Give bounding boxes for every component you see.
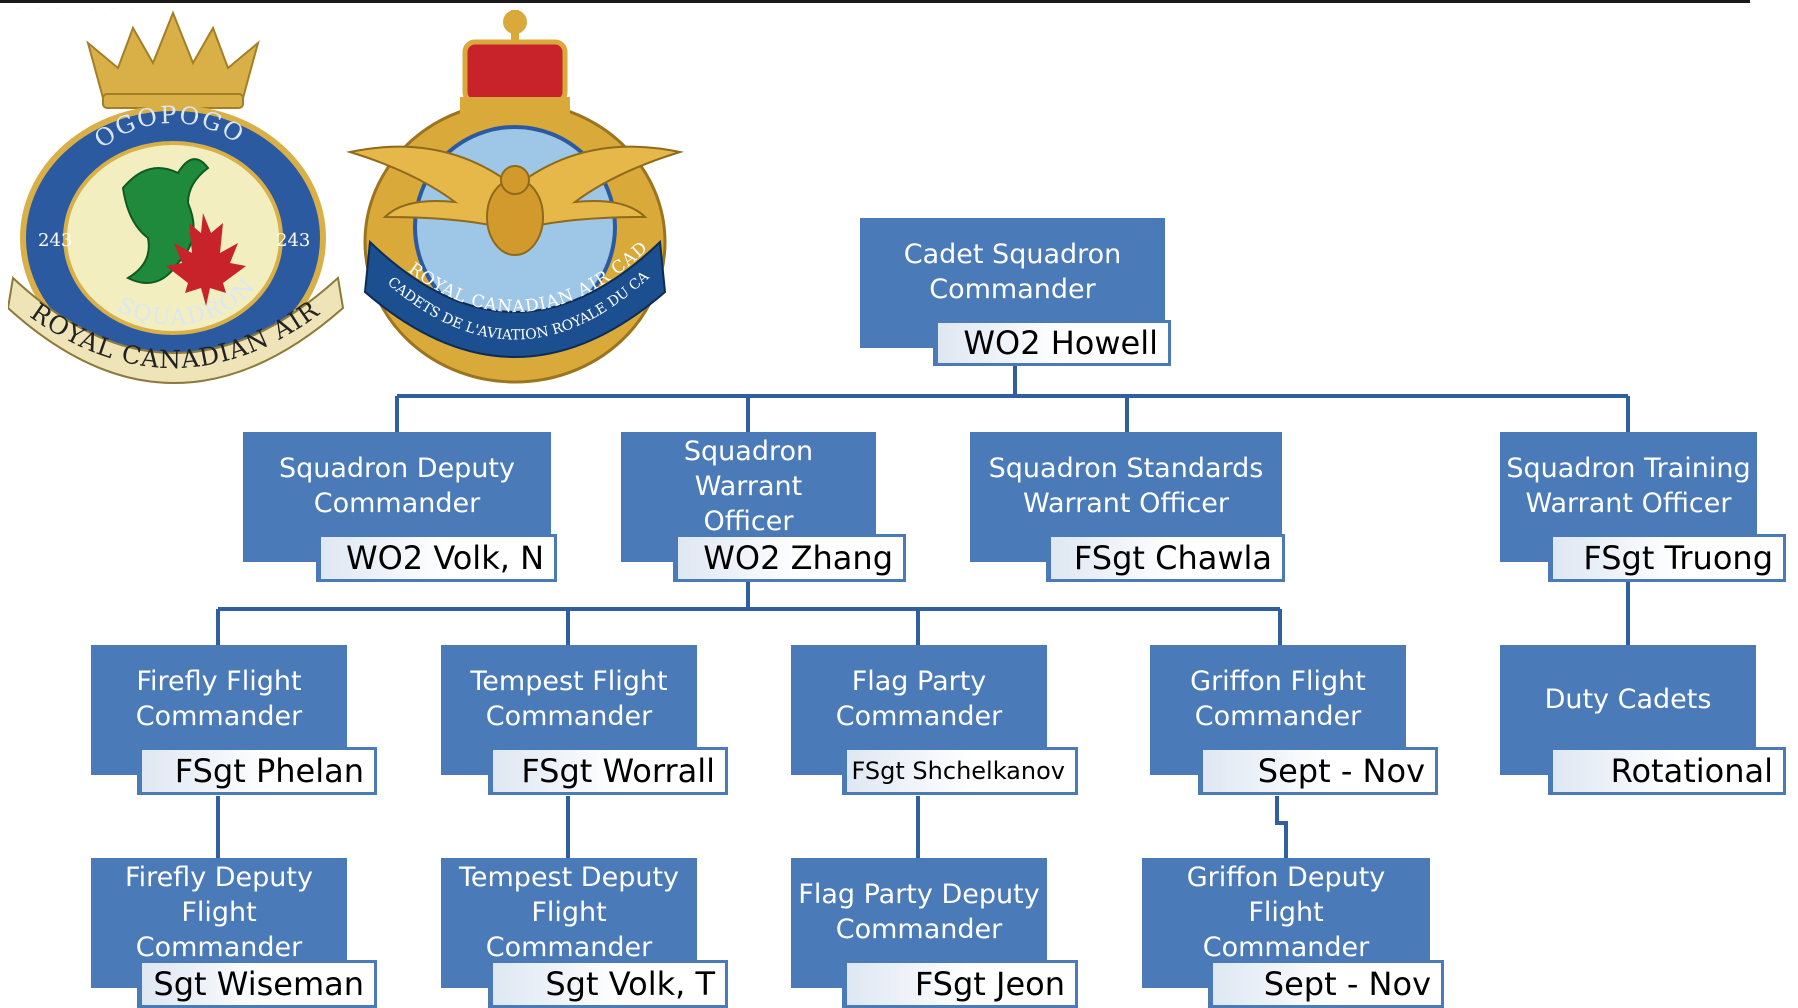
rcac-national-crest-logo: ROYAL CANADIAN AIR CADETS CADETS DE L'AV… <box>325 2 684 384</box>
node-title: Tempest Deputy Flight Commander <box>441 858 697 988</box>
node-name: Rotational <box>1548 747 1786 795</box>
eagle-emblem <box>346 145 517 229</box>
node-name: FSgt Worrall <box>488 747 728 795</box>
squadron-number-left: 243 <box>38 230 72 251</box>
node-name: FSgt Jeon <box>842 960 1078 1008</box>
node-name: Sgt Wiseman <box>137 960 377 1008</box>
node-name: Sept - Nov <box>1198 747 1438 795</box>
node-name: FSgt Truong <box>1548 534 1786 582</box>
node-name: FSgt Shchelkanov <box>842 747 1078 795</box>
node-name: WO2 Zhang <box>673 534 906 582</box>
node-name: WO2 Volk, N <box>316 534 557 582</box>
node-name: Sept - Nov <box>1208 960 1444 1008</box>
node-name: Sgt Volk, T <box>488 960 728 1008</box>
node-name: WO2 Howell <box>933 320 1171 366</box>
connector-griffon-to-deputy <box>1275 796 1288 858</box>
squadron-crest-logo: OGOPOGO OGOPOGO SQUADRON 243 243 ROYAL C… <box>8 8 345 384</box>
node-name: FSgt Chawla <box>1046 534 1285 582</box>
squadron-number-right: 243 <box>276 230 310 251</box>
maple-leaf-icon <box>166 213 246 306</box>
top-rule <box>0 0 1750 3</box>
node-name: FSgt Phelan <box>137 747 377 795</box>
squadron-crest-top-text: OGOPOGO <box>8 8 141 14</box>
